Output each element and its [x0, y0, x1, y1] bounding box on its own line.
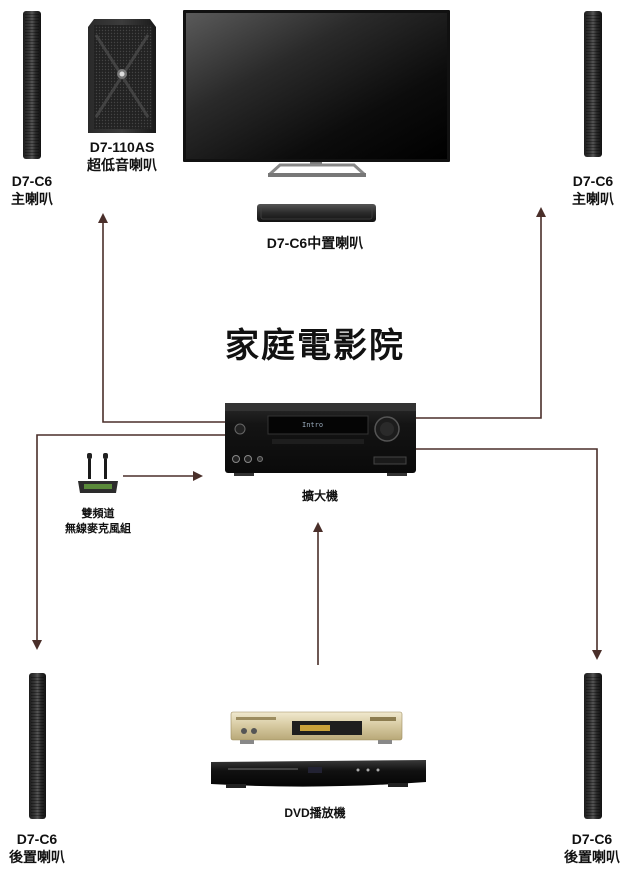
receiver-image	[225, 403, 416, 476]
center-speaker-image	[257, 204, 376, 222]
front-left-label: D7-C6 主喇叭	[0, 172, 64, 208]
rear-right-label: D7-C6 後置喇叭	[559, 830, 625, 866]
front-left-model: D7-C6	[11, 173, 53, 189]
diagram-title: 家庭電影院	[225, 326, 405, 366]
microphone-label: 雙頻道 無線麥克風組	[48, 507, 148, 537]
rear-left-label: D7-C6 後置喇叭	[4, 830, 70, 866]
line-to-front-right	[416, 207, 546, 419]
dvd-label: DVD播放機	[284, 806, 346, 820]
receiver-label: 擴大機	[301, 489, 338, 503]
rear-right-model: D7-C6	[571, 831, 613, 847]
receiver-display-text: Intro	[302, 421, 324, 429]
tv-image	[183, 10, 450, 177]
line-to-front-left	[98, 213, 225, 423]
subwoofer-label: D7-110AS 超低音喇叭	[75, 138, 169, 174]
line-to-rear-left	[32, 434, 225, 650]
microphone-label-line1: 雙頻道	[81, 508, 115, 520]
front-right-role: 主喇叭	[572, 191, 614, 207]
front-left-role: 主喇叭	[11, 191, 53, 207]
front-left-speaker	[23, 11, 41, 159]
rear-left-model: D7-C6	[16, 831, 58, 847]
rear-right-speaker	[584, 673, 602, 819]
karaoke-player-image	[230, 711, 403, 744]
microphone-label-line2: 無線麥克風組	[65, 523, 131, 535]
subwoofer-image	[88, 19, 156, 133]
dvd-player-image	[211, 760, 426, 788]
subwoofer-model: D7-110AS	[89, 139, 155, 155]
rear-right-role: 後置喇叭	[564, 849, 620, 865]
rear-left-role: 後置喇叭	[9, 849, 65, 865]
microphone-set-image	[78, 453, 118, 493]
line-to-rear-right	[416, 448, 602, 660]
front-right-label: D7-C6 主喇叭	[561, 172, 625, 208]
center-speaker-label: D7-C6中置喇叭	[266, 235, 364, 251]
front-right-speaker	[584, 11, 602, 157]
subwoofer-role: 超低音喇叭	[87, 157, 157, 173]
rear-left-speaker	[29, 673, 46, 819]
front-right-model: D7-C6	[572, 173, 614, 189]
